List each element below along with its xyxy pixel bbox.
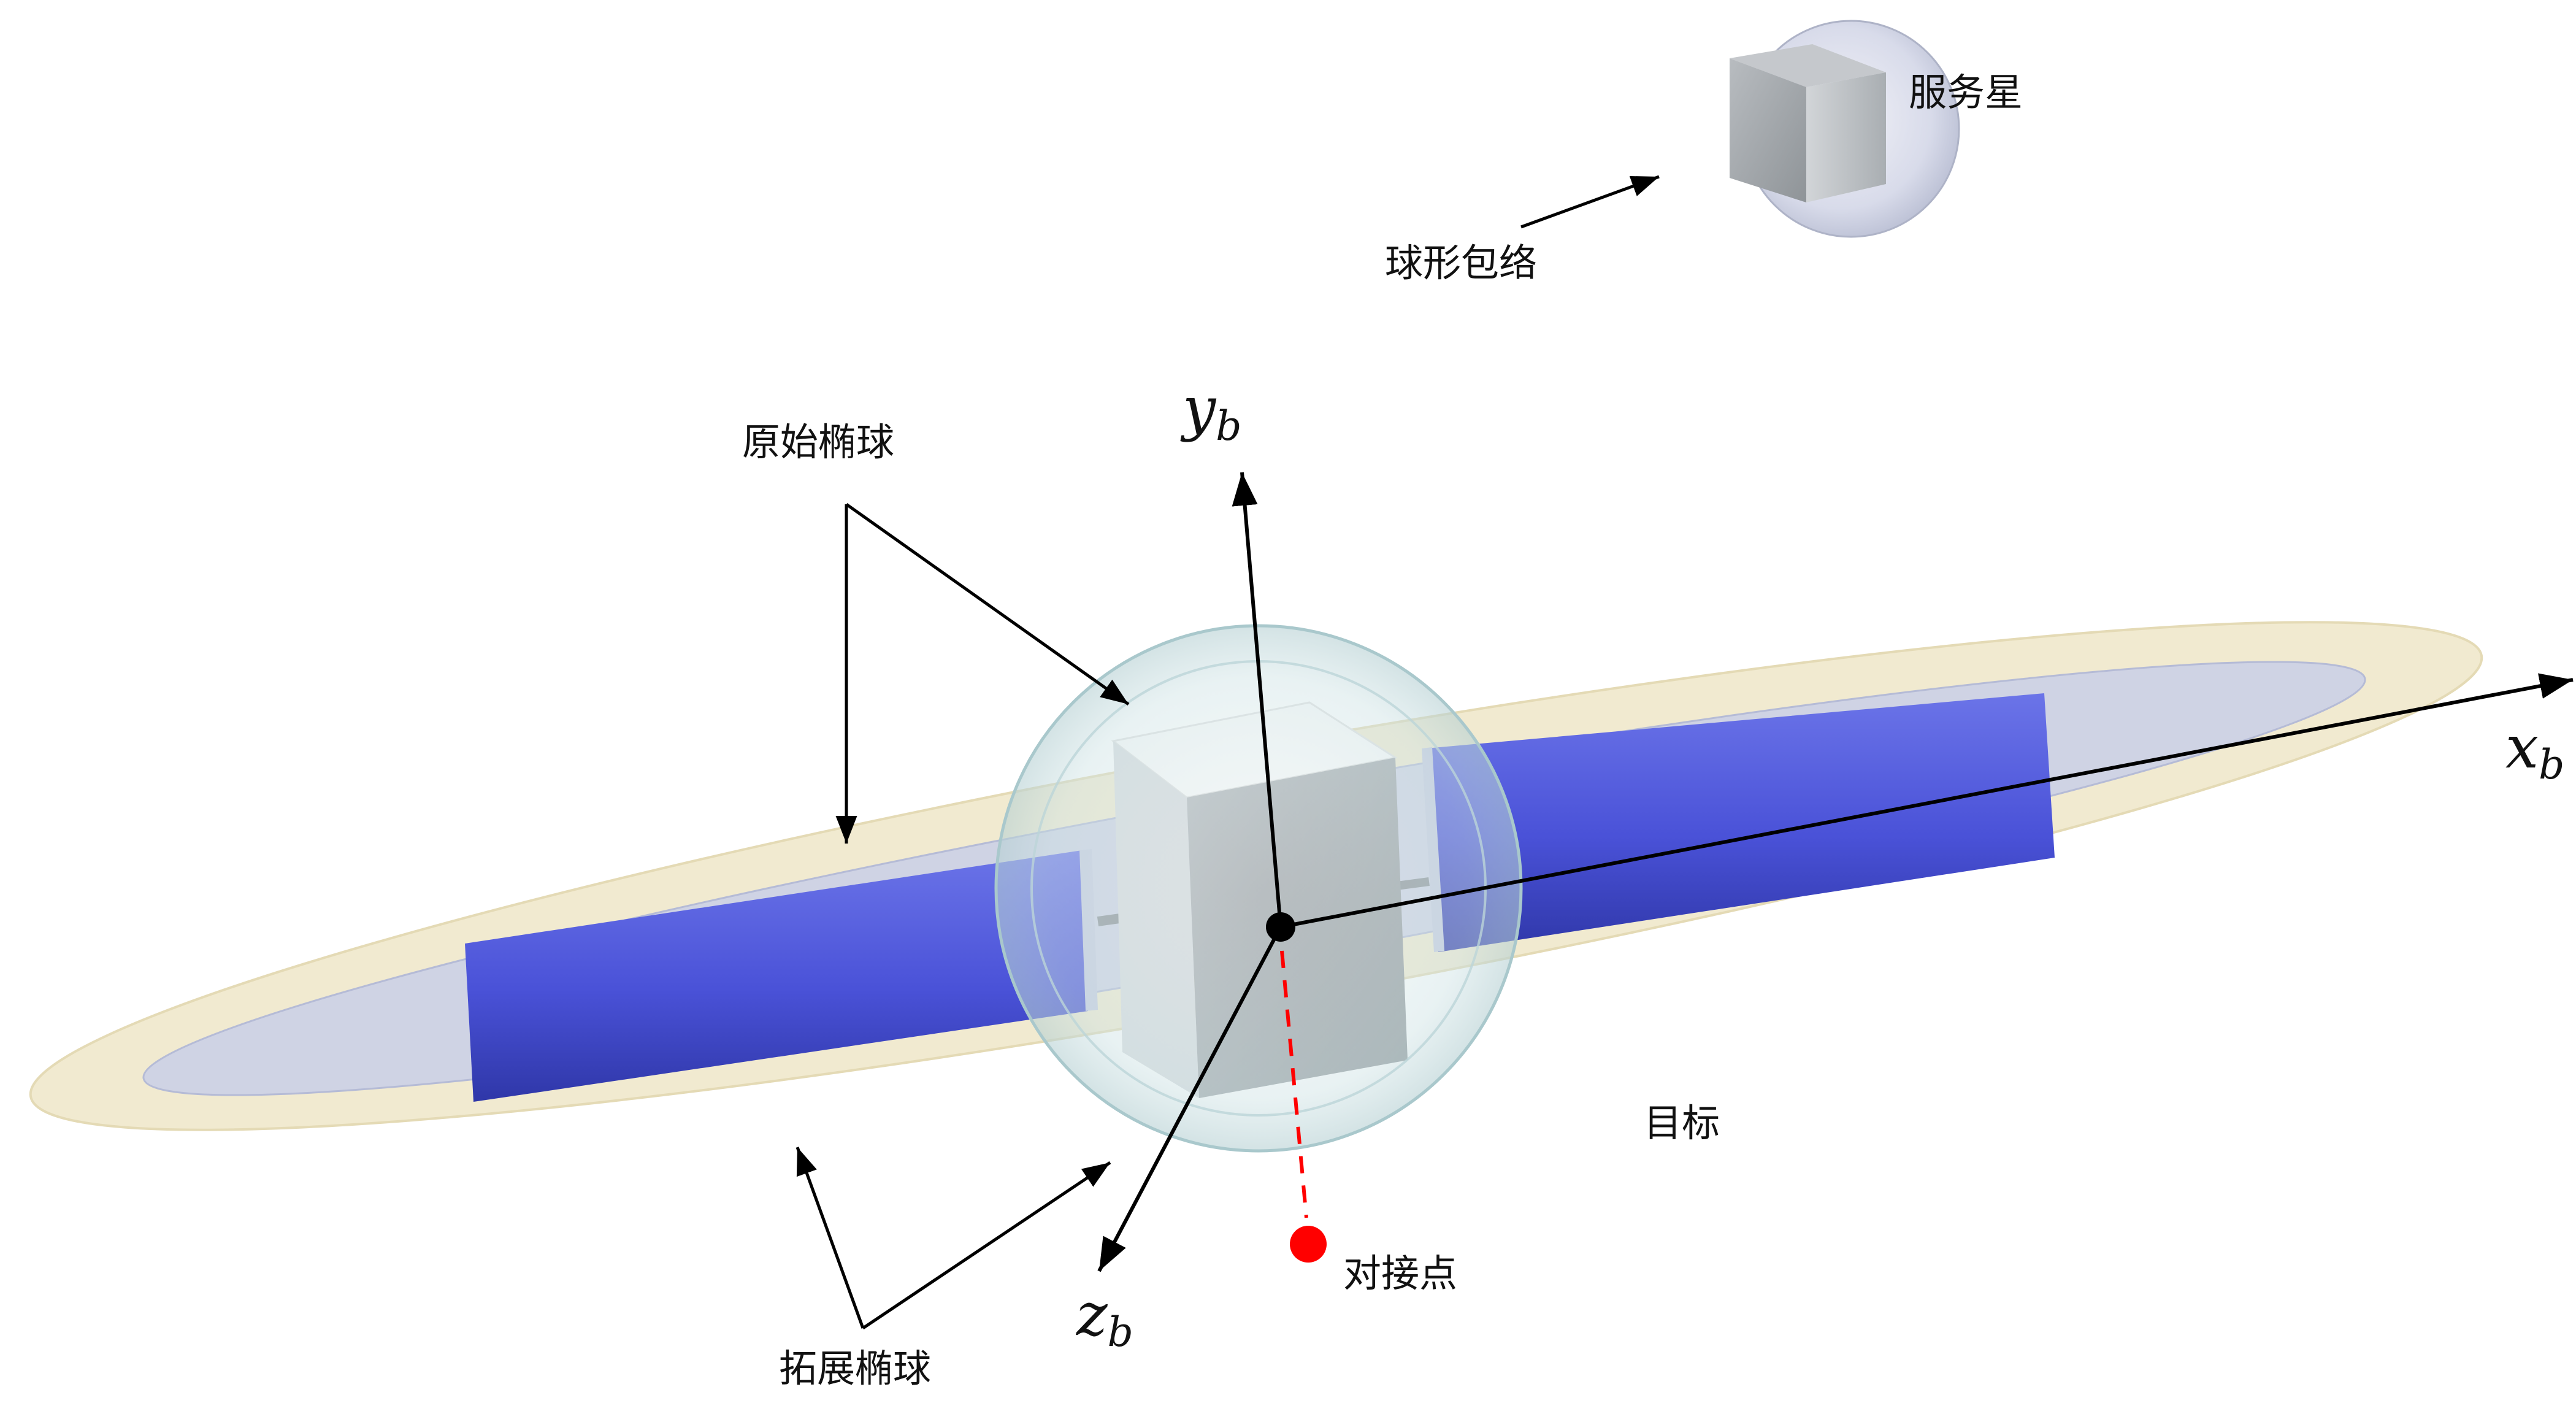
servicer-satellite (1730, 20, 1960, 238)
x-axis-label: xb (2505, 713, 2565, 788)
target-spherical-envelope-outer (994, 624, 1523, 1153)
arrow-extended-left (795, 1147, 865, 1329)
spherical-envelope-label: 球形包络 (1385, 240, 1538, 285)
servicer-cube-front (1730, 58, 1806, 202)
servicer-cube-side (1806, 72, 1886, 202)
origin-point (1266, 912, 1295, 942)
arrow-extended-right (862, 1161, 1111, 1330)
servicer-cube-top (1730, 44, 1886, 87)
x-axis-line (1280, 673, 2574, 929)
y-axis-label: yb (1183, 374, 1242, 450)
target-label: 目标 (1644, 1101, 1720, 1145)
left-solar-panel (465, 850, 1088, 1102)
annotation-arrows (795, 175, 1660, 1330)
z-axis-line (1097, 926, 1282, 1272)
arrow-envelope (1520, 175, 1660, 229)
docking-point (1290, 1226, 1327, 1263)
right-solar-panel (1426, 693, 2055, 952)
y-axis-line (1232, 472, 1282, 928)
servicer-label: 服务星 (1909, 70, 2023, 115)
z-axis-label: zb (1076, 1280, 1133, 1356)
body-axes (1097, 472, 2574, 1272)
original-ellipsoid-label: 原始椭球 (742, 420, 895, 464)
arrow-original-right (845, 502, 1130, 706)
docking-point-label: 对接点 (1343, 1251, 1458, 1296)
docking-dashed-line (1280, 950, 1308, 1218)
extended-ellipsoid-label: 拓展椭球 (779, 1346, 932, 1391)
